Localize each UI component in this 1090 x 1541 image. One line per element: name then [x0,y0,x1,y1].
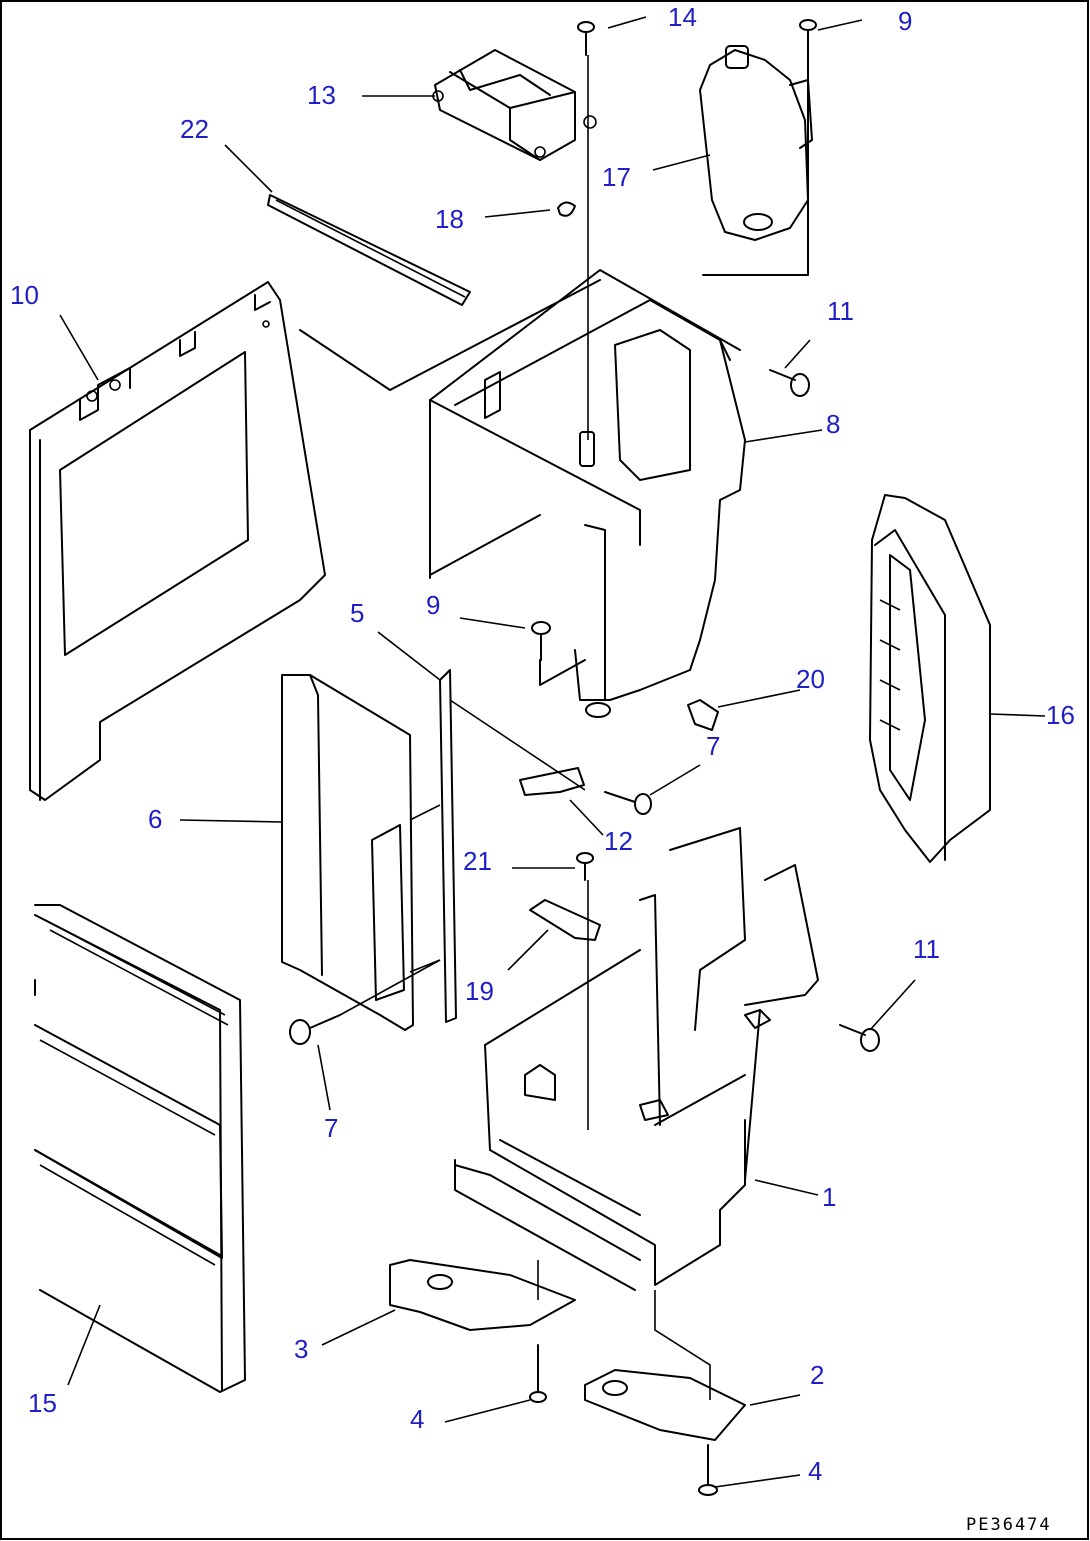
part-15-door-grille [34,904,246,1393]
callout-16: 16 [1046,700,1075,730]
callout-20: 20 [796,664,825,694]
part-13-controller [432,49,597,161]
part-11-bolt-upper [769,369,810,397]
callout-7-lower: 7 [324,1113,338,1143]
callout-18: 18 [435,204,464,234]
callout-8: 8 [826,409,840,439]
callout-5: 5 [350,598,364,628]
callout-19: 19 [465,976,494,1006]
callout-11-lower: 11 [913,934,940,964]
callout-9-middle: 9 [426,590,440,620]
part-22-strip [267,194,471,306]
callout-22: 22 [180,114,209,144]
callout-4-left: 4 [410,1404,424,1434]
part-9-bolt-middle [531,621,551,661]
part-4-bolt-a [529,1344,547,1403]
part-16-side-panel [869,494,991,863]
part-10-rear-panel [29,281,326,801]
callout-15: 15 [28,1388,57,1418]
callout-11-upper: 11 [827,296,854,326]
part-1-lower-housing [454,827,819,1291]
callout-17: 17 [602,162,631,192]
part-18-clip [557,201,576,217]
callout-7-upper: 7 [706,731,720,761]
part-4-bolt-b [698,1444,718,1496]
callout-1: 1 [822,1182,836,1212]
part-20-clamp [687,699,719,731]
drawing-code: PE36474 [966,1515,1052,1535]
part-14-bolt [577,21,595,467]
callout-4-right: 4 [808,1456,822,1486]
part-8-upper-housing [299,269,746,718]
callout-9-top: 9 [898,6,912,36]
part-17-tank [699,45,813,241]
callout-21: 21 [463,846,492,876]
callout-6: 6 [148,804,162,834]
part-5-vertical-bar [439,669,457,1023]
part-7-bolt-lower [289,959,441,1045]
part-21-bolt [576,852,594,1130]
callout-13: 13 [307,80,336,110]
part-3-bracket [389,1259,576,1331]
part-11-bolt-lower [839,1024,880,1052]
leader-lines [59,16,1046,1488]
part-9-bolt-top [702,19,817,276]
part-6-side-plate [281,674,441,1031]
part-19-bracket [529,899,601,941]
callout-14: 14 [668,2,697,32]
callout-10: 10 [10,280,39,310]
callouts: 14 9 13 22 17 18 10 11 8 9 5 20 16 7 6 1… [10,2,1075,1486]
part-7-bolt-upper [604,791,652,815]
callout-2: 2 [810,1360,824,1390]
callout-12: 12 [604,826,633,856]
callout-3: 3 [294,1334,308,1364]
part-2-bracket [584,1290,746,1441]
part-12-lever [449,699,586,796]
